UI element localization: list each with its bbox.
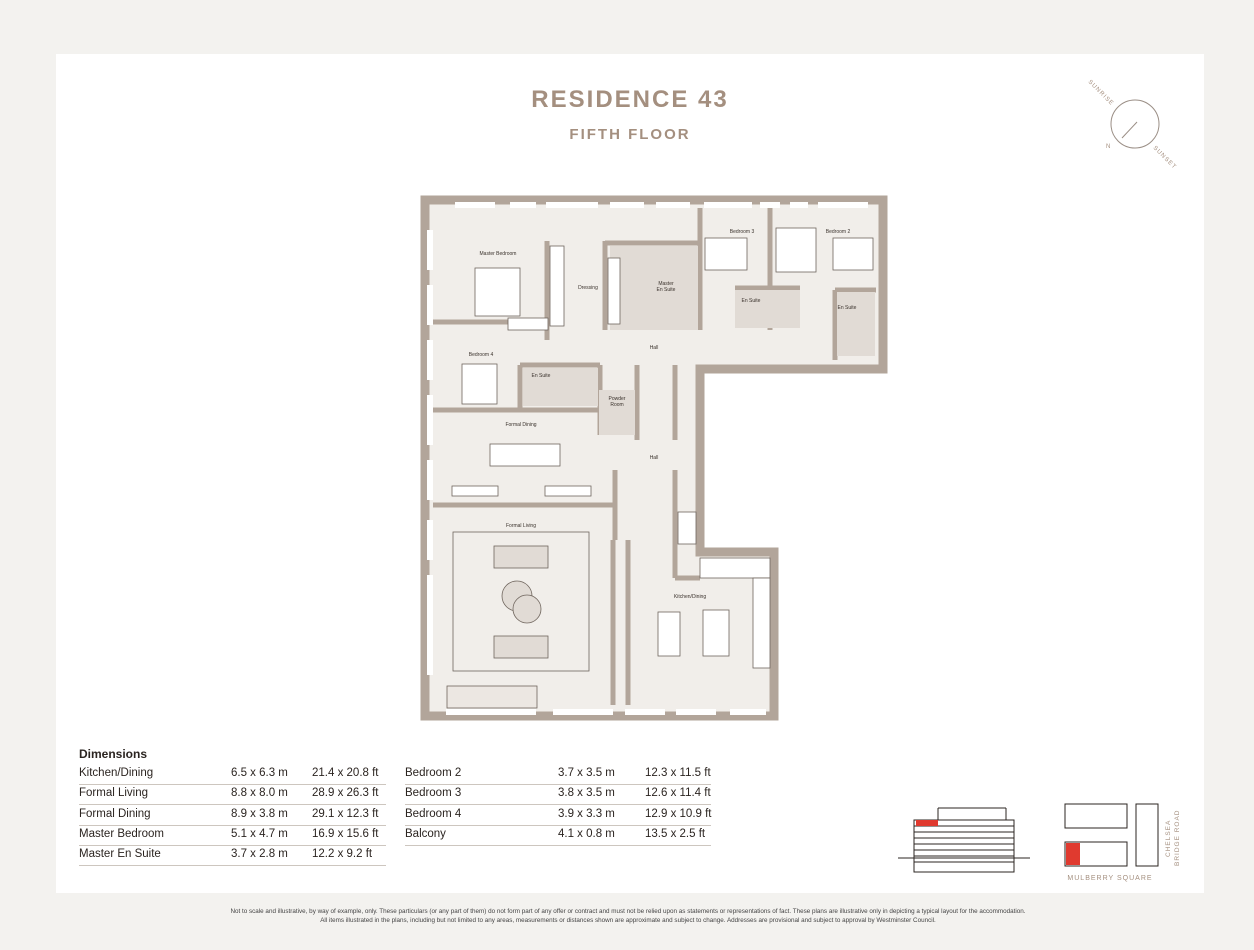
label-hall-top: Hall bbox=[650, 345, 659, 351]
label-formal-living: Formal Living bbox=[506, 523, 536, 529]
table-row: Kitchen/Dining 6.5 x 6.3 m 21.4 x 20.8 f… bbox=[79, 764, 386, 785]
page-subtitle: FIFTH FLOOR bbox=[569, 126, 691, 143]
label-bedroom-3: Bedroom 3 bbox=[730, 229, 755, 235]
kitchen-table bbox=[657, 611, 681, 657]
en-suite-b-area bbox=[837, 292, 875, 356]
key-plan-highlight bbox=[916, 820, 938, 826]
label-powder-2: Room bbox=[610, 402, 623, 408]
balcony bbox=[446, 685, 538, 709]
bedroom-4-bed bbox=[461, 363, 498, 405]
table-row: Master En Suite 3.7 x 2.8 m 12.2 x 9.2 f… bbox=[79, 845, 386, 866]
compass-north: N bbox=[1106, 144, 1111, 150]
compass-icon: SUNRISE SUNSET N bbox=[1087, 79, 1178, 171]
compass-sunset: SUNSET bbox=[1152, 145, 1178, 171]
label-hall-mid: Hall bbox=[650, 455, 659, 461]
living-rug bbox=[452, 531, 590, 672]
label-en-suite-a: En Suite bbox=[742, 298, 761, 304]
disclaimer-text: Not to scale and illustrative, by way of… bbox=[230, 908, 1026, 924]
label-formal-dining: Formal Dining bbox=[505, 422, 536, 428]
compass-sunrise: SUNRISE bbox=[1087, 79, 1115, 107]
label-kitchen-dining: Kitchen/Dining bbox=[674, 594, 706, 600]
table-row: Bedroom 2 3.7 x 3.5 m 12.3 x 11.5 ft bbox=[405, 764, 711, 785]
en-suite-a-area bbox=[735, 290, 800, 328]
table-row: Master Bedroom 5.1 x 4.7 m 16.9 x 15.6 f… bbox=[79, 825, 386, 846]
table-row: Formal Living 8.8 x 8.0 m 28.9 x 26.3 ft bbox=[79, 784, 386, 805]
coffee-table-2 bbox=[512, 594, 542, 624]
mulberry-square-label: MULBERRY SQUARE bbox=[1067, 875, 1153, 882]
label-bedroom-2: Bedroom 2 bbox=[826, 229, 851, 235]
dressing-wardrobe bbox=[549, 245, 565, 327]
label-en-suite-c: En Suite bbox=[532, 373, 551, 379]
sofa-bottom bbox=[493, 635, 549, 659]
label-dressing: Dressing bbox=[578, 285, 598, 291]
chelsea-road-label: CHELSEA BRIDGE ROAD bbox=[1165, 809, 1181, 867]
kitchen-island bbox=[702, 609, 730, 657]
bedroom-4-wardrobe bbox=[507, 317, 549, 331]
sideboard-left bbox=[451, 485, 499, 497]
sideboard-right bbox=[544, 485, 592, 497]
kitchen-counter-side bbox=[752, 577, 771, 669]
location-highlight bbox=[1066, 843, 1080, 865]
table-row: Balcony 4.1 x 0.8 m 13.5 x 2.5 ft bbox=[405, 825, 711, 846]
label-en-suite-b: En Suite bbox=[838, 305, 857, 311]
dimensions-heading: Dimensions bbox=[79, 747, 148, 761]
table-row: Bedroom 3 3.8 x 3.5 m 12.6 x 11.4 ft bbox=[405, 784, 711, 805]
formal-dining-table bbox=[489, 443, 561, 467]
bedroom-2-bed bbox=[832, 237, 874, 271]
label-master-bedroom: Master Bedroom bbox=[480, 251, 517, 257]
dressing-wardrobe-2 bbox=[607, 257, 621, 325]
oven bbox=[677, 511, 697, 545]
bedroom-3-bed bbox=[704, 237, 748, 271]
master-en-suite-area bbox=[610, 246, 698, 330]
label-powder-1: Powder bbox=[609, 396, 626, 402]
sofa-top bbox=[493, 545, 549, 569]
label-bedroom-4: Bedroom 4 bbox=[469, 352, 494, 358]
label-master-en-suite-1: Master bbox=[658, 281, 674, 287]
label-master-en-suite-2: En Suite bbox=[657, 287, 676, 293]
key-plan bbox=[898, 803, 1159, 873]
page-title: RESIDENCE 43 bbox=[531, 86, 729, 113]
table-row: Bedroom 4 3.9 x 3.3 m 12.9 x 10.9 ft bbox=[405, 805, 712, 826]
master-bed bbox=[474, 267, 521, 317]
bedroom-wardrobe bbox=[775, 227, 817, 273]
kitchen-counter-top bbox=[699, 557, 771, 579]
powder-room-area bbox=[599, 390, 635, 435]
en-suite-c-area bbox=[523, 368, 598, 406]
table-row: Formal Dining 8.9 x 3.8 m 29.1 x 12.3 ft bbox=[79, 805, 386, 826]
